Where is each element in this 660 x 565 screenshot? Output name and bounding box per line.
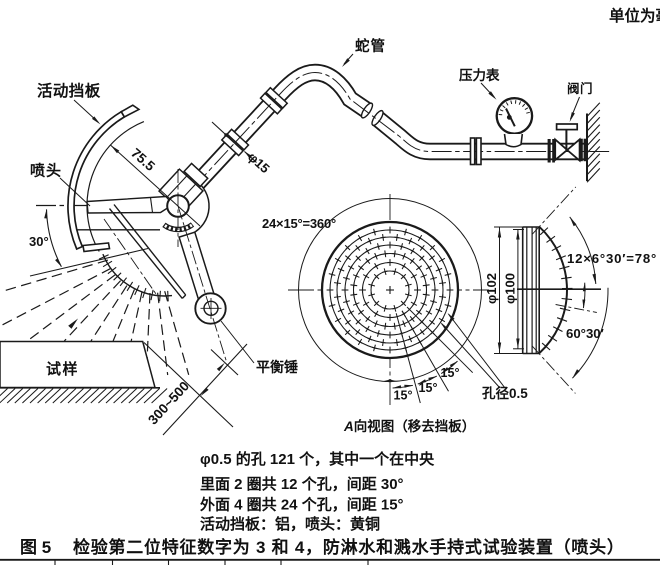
svg-text:φ0.5 的孔 121 个，其中一个在中央: φ0.5 的孔 121 个，其中一个在中央 bbox=[200, 450, 435, 468]
svg-text:活动挡板: 活动挡板 bbox=[37, 81, 101, 100]
svg-text:60°30′: 60°30′ bbox=[566, 326, 604, 341]
svg-text:检验第二位特征数字为 3 和 4，防淋水和溅水手持式试验装置: 检验第二位特征数字为 3 和 4，防淋水和溅水手持式试验装置（喷头） bbox=[73, 537, 625, 557]
svg-text:活动挡板：铝，喷头：黄铜: 活动挡板：铝，喷头：黄铜 bbox=[200, 515, 380, 533]
svg-text:30°: 30° bbox=[29, 234, 49, 249]
svg-text:单位为毫米: 单位为毫米 bbox=[609, 6, 660, 25]
svg-text:12×6°30′=78°: 12×6°30′=78° bbox=[567, 251, 657, 266]
svg-text:蛇管: 蛇管 bbox=[355, 37, 386, 55]
svg-text:24×15°=360°: 24×15°=360° bbox=[262, 216, 336, 231]
svg-text:A向视图（移去挡板）: A向视图（移去挡板） bbox=[343, 418, 475, 434]
svg-text:φ100: φ100 bbox=[503, 273, 518, 304]
svg-text:平衡锤: 平衡锤 bbox=[256, 359, 298, 375]
svg-text:压力表: 压力表 bbox=[459, 67, 500, 83]
svg-text:阀门: 阀门 bbox=[567, 81, 593, 96]
svg-text:喷头: 喷头 bbox=[30, 163, 62, 180]
svg-text:15°: 15° bbox=[394, 389, 413, 403]
svg-text:图 5: 图 5 bbox=[20, 538, 51, 557]
svg-text:15°: 15° bbox=[419, 381, 438, 395]
svg-text:15°: 15° bbox=[441, 366, 460, 380]
svg-text:孔径0.5: 孔径0.5 bbox=[482, 385, 528, 401]
svg-text:试样: 试样 bbox=[46, 360, 79, 378]
svg-text:外面 4 圈共 24 个孔，间距 15°: 外面 4 圈共 24 个孔，间距 15° bbox=[199, 496, 404, 514]
svg-text:里面 2 圈共 12 个孔，间距 30°: 里面 2 圈共 12 个孔，间距 30° bbox=[200, 475, 404, 493]
svg-text:φ102: φ102 bbox=[484, 273, 499, 304]
